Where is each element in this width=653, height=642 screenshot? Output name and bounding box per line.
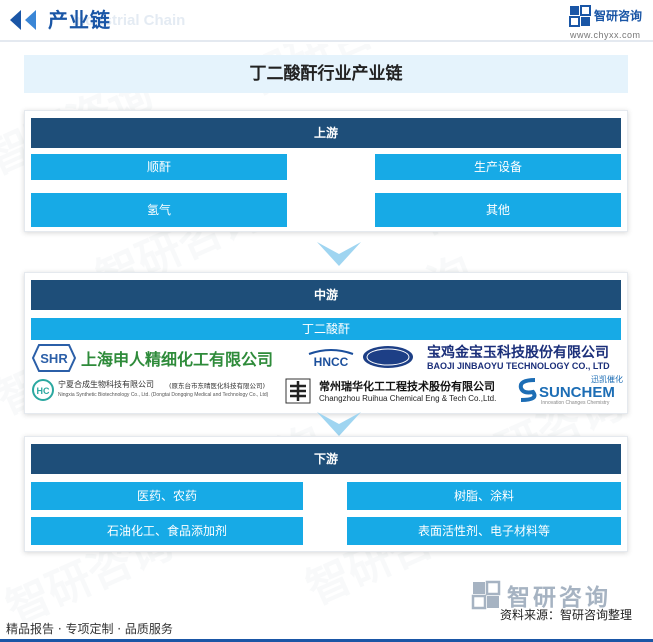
company-name-en: Ningxia Synthetic Biotechnology Co., Ltd… — [58, 392, 269, 398]
company-name-cn: 迅凯催化 — [591, 375, 623, 384]
company-logo-ningxia: HC 宁夏合成生物科技有限公司 (原东台市东晴医化科技有限公司) Ningxia… — [31, 376, 281, 406]
brand-logo-icon — [569, 5, 591, 27]
brand-url: www.chyxx.com — [570, 30, 641, 40]
ningxia-logo-icon: HC — [32, 379, 54, 401]
diagram-title: 丁二酸酐行业产业链 — [24, 55, 628, 93]
svg-text:HNCC: HNCC — [314, 355, 349, 368]
header-divider — [0, 40, 653, 42]
data-source: 资料来源：智研咨询整理 — [500, 608, 633, 622]
double-chevron-icon — [10, 10, 36, 30]
downstream-item: 树脂、涂料 — [347, 482, 621, 510]
ruihua-emblem-icon — [285, 378, 311, 404]
company-slogan: Innovation Changes Chemistry — [541, 400, 610, 406]
footer-services: 精品报告 · 专项定制 · 品质服务 — [6, 622, 173, 636]
sunchem-logo-icon — [518, 378, 537, 402]
page-title: 产业链 — [48, 8, 111, 32]
shr-logo-icon: SHR — [31, 344, 77, 372]
flow-arrow-icon — [317, 412, 361, 436]
company-note: (原东台市东晴医化科技有限公司) — [169, 382, 266, 390]
downstream-item: 医药、农药 — [31, 482, 303, 510]
upstream-item: 氢气 — [31, 193, 287, 227]
company-logo-hncc: HNCC — [307, 348, 355, 369]
company-name-en: Changzhou Ruihua Chemical Eng & Tech Co.… — [319, 394, 497, 403]
brand-name: 智研咨询 — [594, 9, 643, 23]
upstream-item: 其他 — [375, 193, 621, 227]
midstream-product: 丁二酸酐 — [31, 318, 621, 340]
upstream-item: 生产设备 — [375, 154, 621, 180]
company-name: 宁夏合成生物科技有限公司 — [58, 380, 154, 389]
company-logos: SHR 上海申人精细化工有限公司 HNCC 宝鸡金宝玉科技股份有限公司 BAOJ… — [31, 340, 623, 408]
jinbaoyu-emblem-icon — [363, 346, 413, 368]
svg-text:SHR: SHR — [40, 351, 68, 366]
svg-text:HC: HC — [37, 386, 50, 396]
footer-brand-name: 智研咨询 — [507, 585, 611, 611]
upstream-header: 上游 — [31, 118, 621, 148]
downstream-header: 下游 — [31, 444, 621, 474]
hncc-logo-icon: HNCC — [308, 349, 354, 369]
header-subtitle-en: Industrial Chain — [72, 12, 186, 29]
midstream-header: 中游 — [31, 280, 621, 310]
flow-arrow-icon — [317, 242, 361, 266]
company-name-en: BAOJI JINBAOYU TECHNOLOGY CO., LTD — [427, 361, 610, 371]
downstream-item: 表面活性剂、电子材料等 — [347, 517, 621, 545]
page-header: Industrial Chain 产业链 智研咨询 www.chyxx.com — [0, 0, 653, 44]
company-name: 上海申人精细化工有限公司 — [81, 350, 274, 369]
footer-brand-logo-icon — [471, 580, 501, 610]
downstream-item: 石油化工、食品添加剂 — [31, 517, 303, 545]
footer-divider — [0, 639, 653, 642]
company-name: 宝鸡金宝玉科技股份有限公司 — [427, 345, 609, 361]
company-name: 常州瑞华化工工程技术股份有限公司 — [319, 380, 495, 393]
company-name: SUNCHEM — [539, 384, 615, 401]
upstream-item: 顺酐 — [31, 154, 287, 180]
company-logo-shr: SHR 上海申人精细化工有限公司 — [31, 343, 301, 373]
